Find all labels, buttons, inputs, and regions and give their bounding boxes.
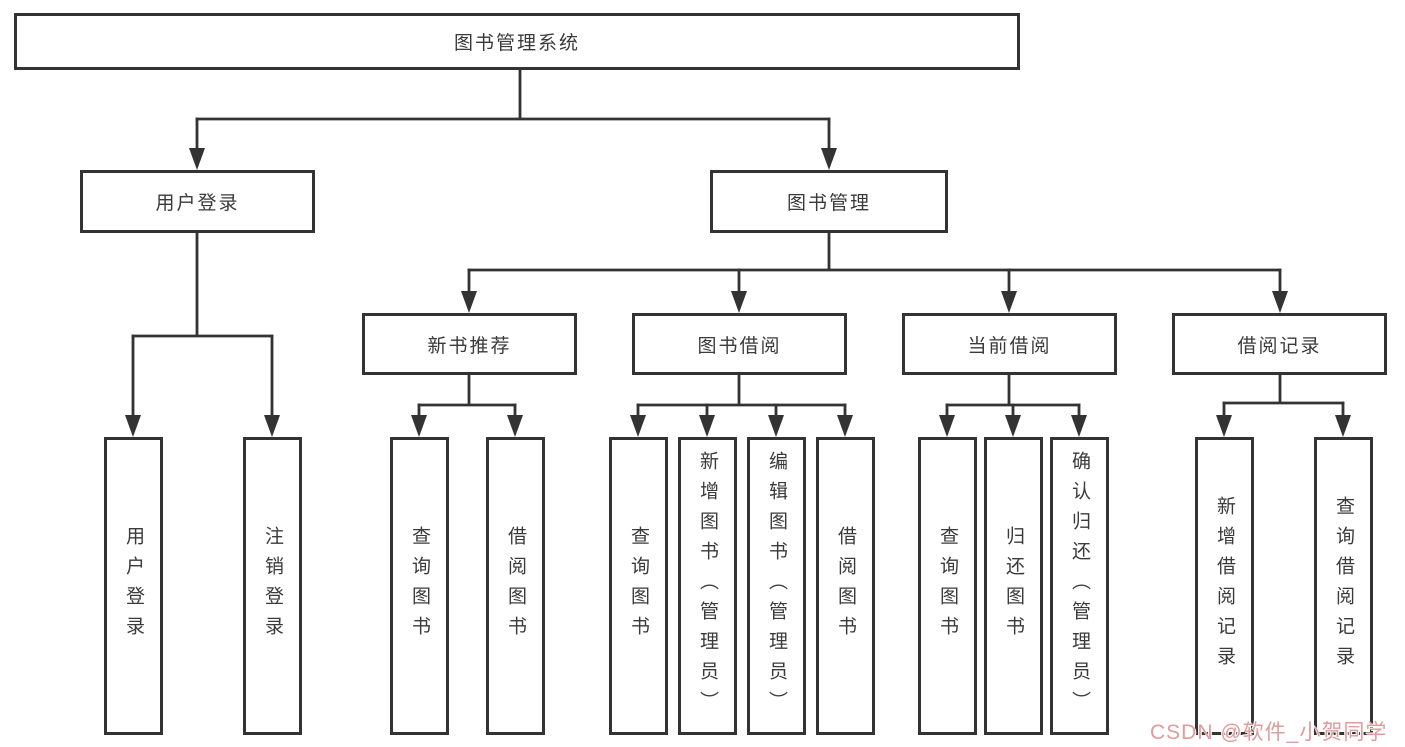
node-book-borrowing: 图书借阅 (632, 313, 847, 375)
leaf-edit-books-admin: 编辑图书（管理员） (747, 437, 806, 735)
leaf-query-books-borrow: 查询图书 (609, 437, 668, 735)
node-label: 图书管理系统 (453, 33, 580, 54)
node-label: 新书推荐 (427, 335, 512, 357)
leaf-logout: 注销登录 (243, 437, 302, 735)
leaf-query-books-current: 查询图书 (918, 437, 977, 735)
node-new-book-recommendation: 新书推荐 (362, 313, 577, 375)
node-label: 图书借阅 (697, 335, 782, 357)
node-user-login: 用户登录 (80, 170, 315, 233)
leaf-user-login: 用户登录 (104, 437, 163, 735)
node-library-management-system: 图书管理系统 (14, 13, 1020, 70)
csdn-watermark: CSDN @软件_小贺同学 (1150, 721, 1388, 744)
node-label: 图书管理 (786, 193, 871, 214)
node-current-borrowing: 当前借阅 (902, 313, 1117, 375)
node-book-management: 图书管理 (710, 170, 948, 233)
leaf-query-borrow-record: 查询借阅记录 (1314, 437, 1373, 735)
leaf-confirm-return-admin: 确认归还（管理员） (1050, 437, 1109, 735)
leaf-add-borrow-record: 新增借阅记录 (1195, 437, 1254, 735)
leaf-query-books-recommend: 查询图书 (390, 437, 449, 735)
leaf-return-books: 归还图书 (984, 437, 1043, 735)
node-label: 当前借阅 (967, 335, 1052, 357)
leaf-borrow-books: 借阅图书 (816, 437, 875, 735)
leaf-add-books-admin: 新增图书（管理员） (678, 437, 737, 735)
node-label: 借阅记录 (1237, 335, 1322, 357)
leaf-borrow-books-recommend: 借阅图书 (486, 437, 545, 735)
node-label: 用户登录 (155, 193, 240, 214)
node-borrowing-records: 借阅记录 (1172, 313, 1387, 375)
